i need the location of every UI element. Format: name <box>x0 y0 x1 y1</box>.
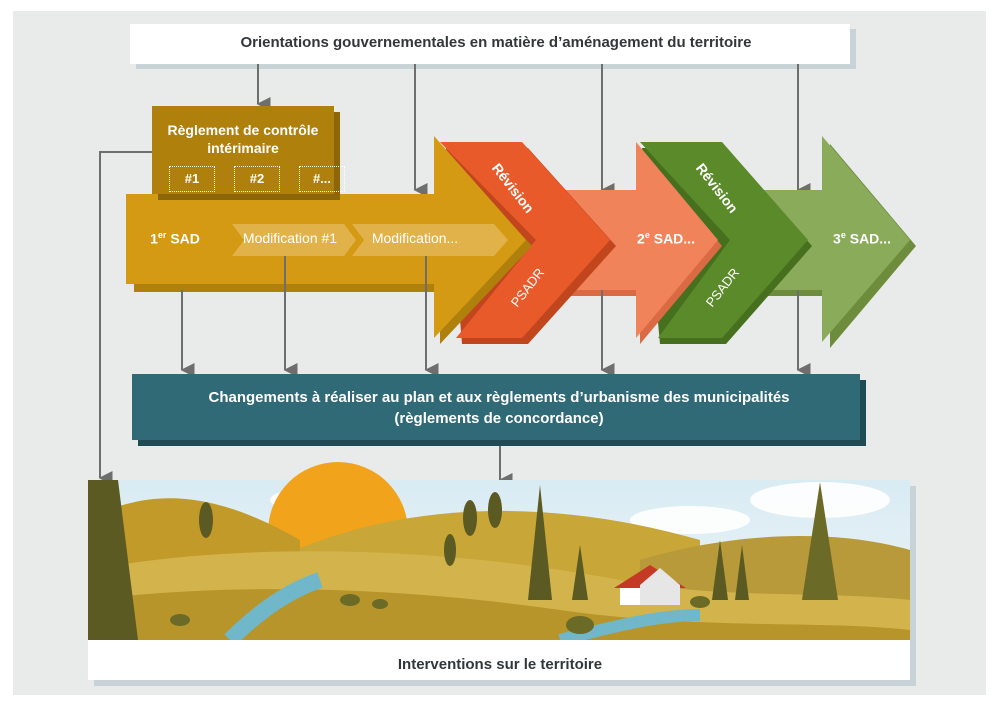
left-connector <box>98 151 152 485</box>
orientations-label: Orientations gouvernementales en matière… <box>240 34 752 51</box>
interim-item-n: #... <box>299 166 345 192</box>
interim-control-title: Règlement de contrôle intérimaire <box>167 122 319 156</box>
sad-3-label: 3e SAD... <box>812 230 912 247</box>
sad-1-text: SAD <box>170 230 200 247</box>
modification-1-label: Modification #1 <box>242 230 338 246</box>
sad-2-label: 2e SAD... <box>616 230 716 247</box>
interim-item-1: #1 <box>169 166 215 192</box>
revision-2-arrow <box>640 142 812 344</box>
sad-1-label: 1er SAD <box>130 230 220 247</box>
interim-control-box <box>152 106 340 200</box>
sad-3-arrow <box>752 136 916 348</box>
top-connectors <box>256 64 811 197</box>
sad-2-number: 2 <box>637 230 645 247</box>
sad-1-ordinal: er <box>157 230 167 240</box>
landscape-illustration <box>88 462 916 686</box>
sad-1-number: 1 <box>150 230 158 247</box>
changes-line-1: Changements à réaliser au plan et aux rè… <box>208 389 790 406</box>
top-box <box>130 24 856 69</box>
sad-1-arrow <box>126 136 532 344</box>
interventions-label: Interventions sur le territoire <box>397 656 603 673</box>
sad-2-ordinal: e <box>644 230 650 240</box>
sad-2-text: SAD... <box>653 230 695 247</box>
modification-n-label: Modification... <box>371 230 459 246</box>
sad-3-text: SAD... <box>849 230 891 247</box>
sad-3-number: 3 <box>833 230 841 247</box>
sad-3-ordinal: e <box>840 230 846 240</box>
changes-line-2: (règlements de concordance) <box>394 410 604 427</box>
interim-item-2: #2 <box>234 166 280 192</box>
sad-2-arrow <box>552 142 722 344</box>
changes-box <box>132 374 866 446</box>
bottom-connectors <box>180 256 811 487</box>
